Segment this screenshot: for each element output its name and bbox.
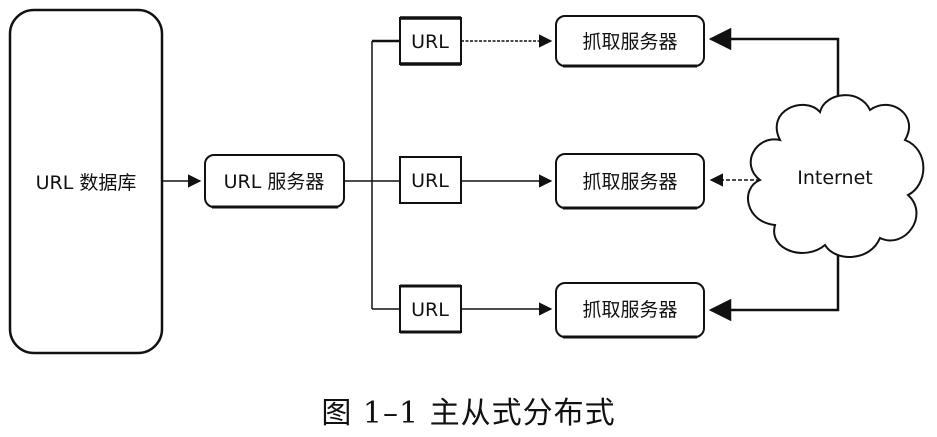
url-database-node: URL 数据库 [8, 8, 164, 355]
crawler-server-label: 抓取服务器 [582, 299, 677, 321]
url-queue-label: URL [411, 299, 449, 321]
url-queue-label: URL [411, 31, 449, 53]
distribution-connector [344, 39, 400, 310]
url-queue-label: URL [411, 170, 449, 192]
url-server-label: URL 服务器 [224, 171, 325, 193]
url-queue-3: URL [399, 284, 462, 334]
internet-to-crawler-connectors [708, 27, 840, 322]
crawler-server-2: 抓取服务器 [555, 153, 705, 210]
internet-cloud: Internet [747, 94, 925, 258]
url-database-label: URL 数据库 [36, 172, 137, 194]
url-queue-2: URL [399, 156, 462, 204]
crawler-server-label: 抓取服务器 [582, 171, 677, 193]
url-server-node: URL 服务器 [204, 154, 345, 209]
crawler-server-1: 抓取服务器 [555, 15, 705, 68]
cloud-shape [747, 94, 925, 258]
figure-caption: 图 1–1 主从式分布式 [321, 396, 616, 431]
crawler-server-label: 抓取服务器 [582, 31, 677, 53]
internet-label: Internet [797, 167, 872, 189]
url-queue-1: URL [399, 16, 462, 66]
crawler-server-3: 抓取服务器 [555, 282, 705, 339]
